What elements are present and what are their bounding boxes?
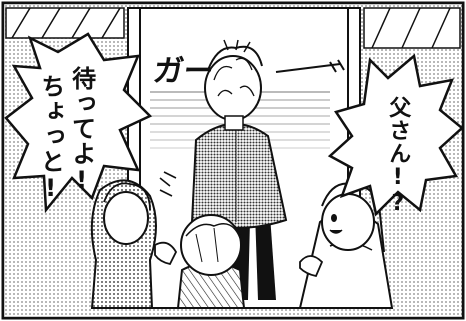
middle-figure [176,214,246,309]
speech-bubble-right [327,53,464,217]
speech-right-text: 父さん!? [385,96,411,217]
sound-effect-text: ガー [151,54,216,89]
left-girl-figure [90,171,178,309]
right-window [363,7,461,49]
speech-left-line-2: ちょっと! [36,74,65,203]
motion-lines [275,63,341,73]
speech-bubble-left [4,32,153,214]
left-window [5,7,125,39]
speech-left-line-1: 待ってよ! [67,66,96,195]
